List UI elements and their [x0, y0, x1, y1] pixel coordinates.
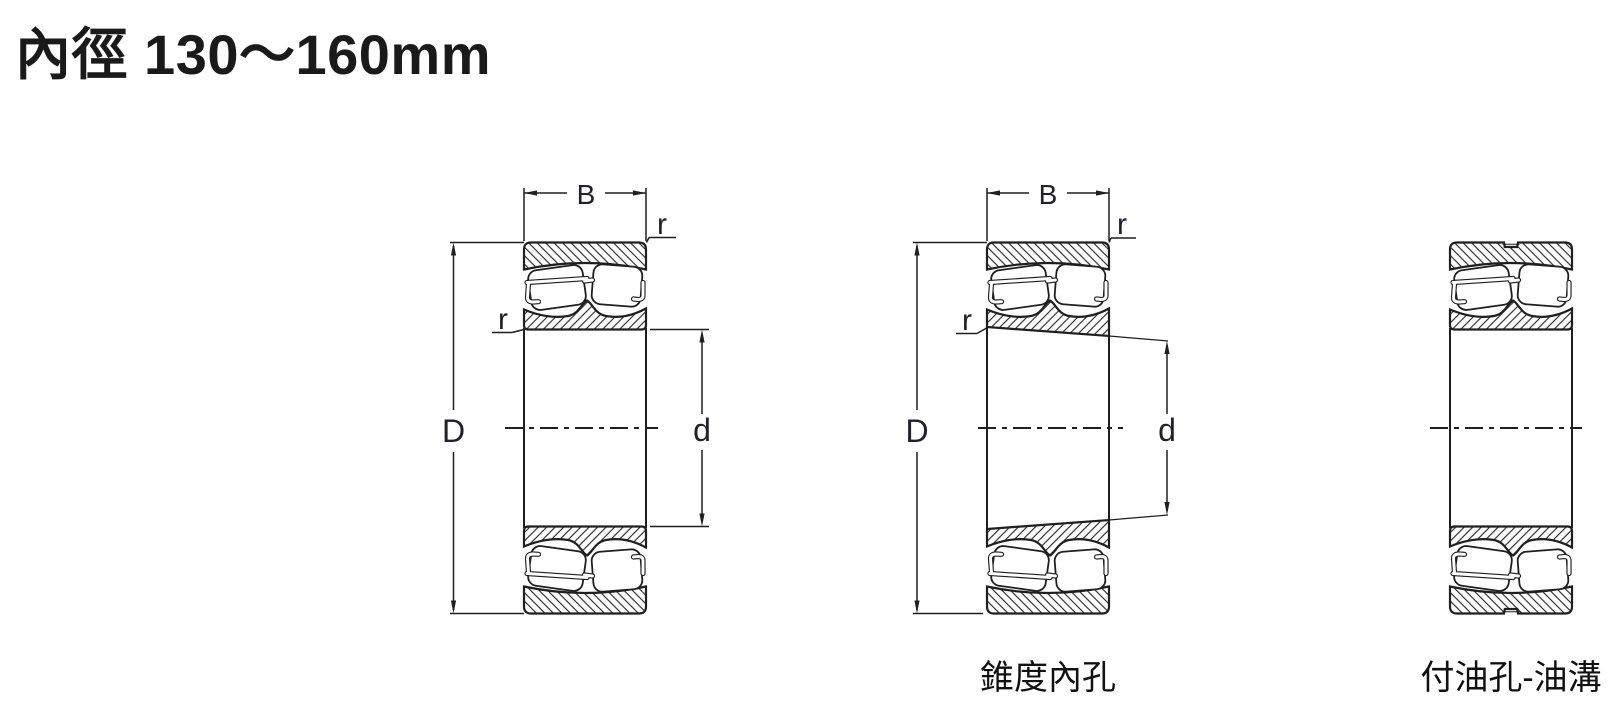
outer-dia-ticks [913, 241, 987, 615]
figure-cylindrical-bore: B r r D d [442, 179, 711, 614]
arrowhead [699, 329, 705, 343]
dim-label-outer-dia: D [442, 413, 465, 449]
dim-label-chamfer: r [498, 303, 508, 336]
figure-caption-tapered-bore: 錐度內孔 [980, 659, 1116, 697]
width-extension-lines [986, 188, 1110, 241]
bearing-top-half [1450, 243, 1572, 330]
bearing-bottom-half [1450, 527, 1572, 614]
bearing-top-half [987, 243, 1168, 342]
arrowhead [914, 242, 920, 256]
bore-dia-ticks [650, 328, 709, 528]
arrowhead [633, 190, 646, 196]
dim-label-bore-dia: d [693, 412, 711, 448]
dim-label-chamfer: r [1117, 208, 1127, 241]
arrowhead [450, 600, 457, 614]
bearing-top-half [524, 243, 646, 330]
chamfer-leader [645, 236, 676, 243]
dim-label-bore-dia: d [1158, 412, 1176, 448]
chamfer-leader [1108, 237, 1136, 243]
bearing-bottom-half [987, 515, 1168, 614]
figure-oil-hole-groove: 付油孔-油溝 [1420, 243, 1602, 697]
arrowhead [914, 600, 920, 614]
chamfer-leader [956, 326, 988, 335]
arrowhead [524, 190, 537, 196]
width-extension-lines [523, 188, 647, 241]
chamfer-leader [492, 328, 525, 334]
dim-label-outer-dia: D [905, 413, 928, 449]
arrowhead [450, 242, 457, 256]
dim-label-chamfer: r [962, 304, 972, 337]
arrowhead [987, 190, 1000, 196]
outer-dia-ticks [450, 241, 524, 615]
figure-tapered-bore: B r r D d 錐度內孔 [905, 179, 1175, 697]
bearing-bottom-half [524, 527, 646, 614]
dim-label-width: B [1039, 179, 1058, 210]
page-title: 內徑 130～160mm [15, 23, 492, 86]
figure-caption-oil-hole-groove: 付油孔-油溝 [1420, 659, 1601, 697]
arrowhead [699, 513, 705, 527]
arrowhead [1164, 502, 1170, 515]
dim-label-width: B [577, 179, 596, 210]
arrowhead [1164, 341, 1170, 354]
dim-label-chamfer: r [657, 208, 667, 241]
arrowhead [1096, 190, 1109, 196]
